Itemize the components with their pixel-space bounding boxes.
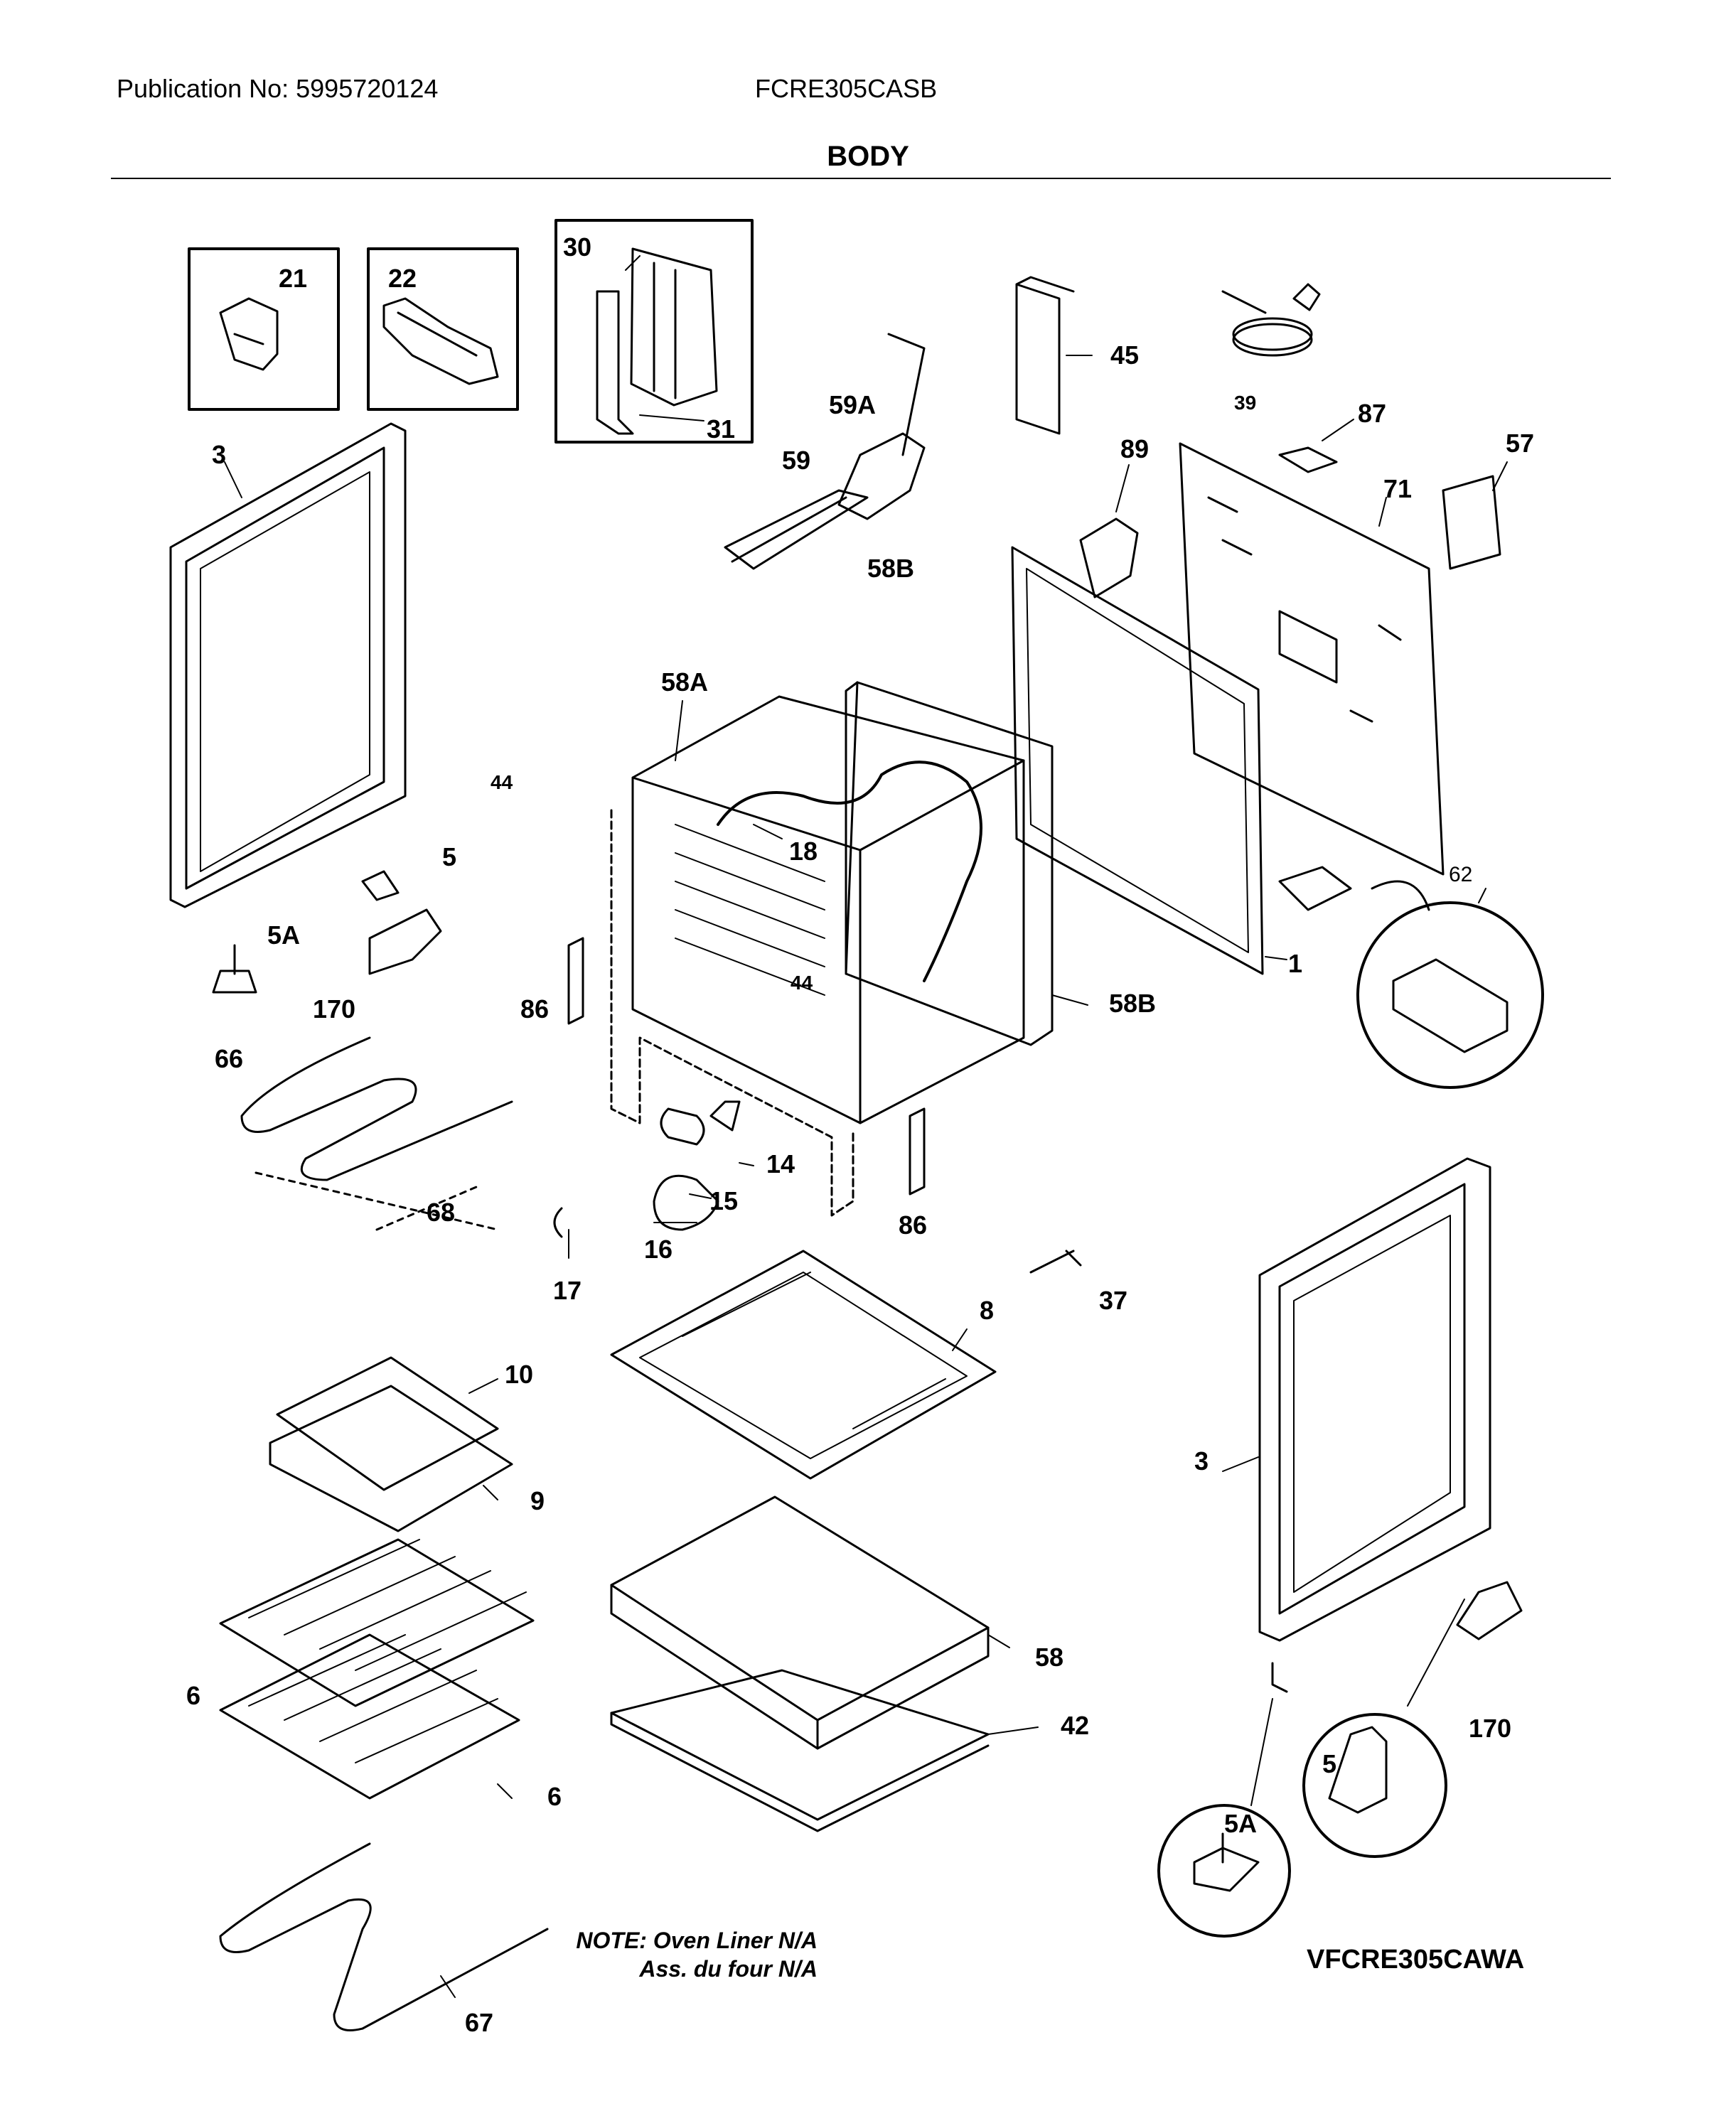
part-label-170-right: 170 (1469, 1714, 1511, 1743)
part-labels: 21 22 30 31 3 59A 59 58B 45 39 87 57 89 … (186, 232, 1534, 2037)
model-number: FCRE305CASB (755, 74, 938, 103)
part-label-6-bottom: 6 (547, 1782, 562, 1811)
part-label-9: 9 (530, 1486, 545, 1515)
light-assembly (553, 1100, 741, 1238)
part-label-6-top: 6 (186, 1681, 200, 1710)
part-label-170-left: 170 (313, 994, 355, 1024)
hinge-receivers (567, 937, 926, 1196)
part-label-89: 89 (1120, 434, 1149, 463)
part-label-8: 8 (980, 1296, 994, 1325)
bottom-insulation-58 (610, 1495, 990, 1750)
leg-assembly-right (1157, 1581, 1523, 1938)
part-label-16: 16 (644, 1235, 673, 1264)
oven-rack-upper (219, 1538, 535, 1707)
part-label-58b-top: 58B (867, 554, 914, 583)
bake-element (219, 1842, 549, 2031)
duct-parts (724, 276, 1075, 570)
part-label-58b-side: 58B (1109, 989, 1156, 1018)
part-label-10: 10 (505, 1360, 533, 1389)
part-label-45: 45 (1110, 340, 1139, 370)
part-label-42: 42 (1061, 1711, 1089, 1740)
header-divider (111, 178, 1611, 179)
part-label-67: 67 (465, 2008, 493, 2037)
publication-number: Publication No: 5995720124 (117, 74, 439, 103)
diagram-code: VFCRE305CAWA (1307, 1945, 1525, 1975)
note-oven-liner-fr: Ass. du four N/A (639, 1956, 818, 1982)
power-cord (1221, 283, 1321, 357)
broil-pan (269, 1356, 513, 1532)
oven-bottom-tray (610, 1250, 997, 1480)
leg-assembly-left (212, 870, 442, 994)
part-label-68: 68 (427, 1198, 455, 1227)
insulation-side-58b (845, 681, 1054, 1046)
part-label-86-left: 86 (520, 994, 549, 1024)
oven-frame-base (610, 809, 854, 1217)
part-label-15: 15 (709, 1186, 738, 1215)
part-label-5-right: 5 (1322, 1749, 1336, 1778)
part-label-58a: 58A (661, 667, 708, 697)
part-label-71: 71 (1383, 474, 1412, 503)
part-label-3-right: 3 (1194, 1446, 1209, 1476)
part-label-30: 30 (563, 232, 591, 262)
part-label-57: 57 (1506, 429, 1534, 458)
circle-detail-62 (1278, 866, 1544, 1089)
note-oven-liner: NOTE: Oven Liner N/A (576, 1928, 818, 1953)
part-label-5a-right: 5A (1224, 1809, 1257, 1838)
part-label-5a-left: 5A (267, 920, 300, 950)
part-37 (1029, 1250, 1082, 1274)
side-panel-right (1258, 1157, 1491, 1642)
rear-panel (1179, 442, 1445, 876)
part-label-86-right: 86 (899, 1210, 927, 1240)
part-label-22: 22 (388, 264, 417, 293)
oven-cavity (631, 695, 1025, 1124)
broil-element (240, 1036, 513, 1231)
part-label-39: 39 (1234, 392, 1256, 414)
part-label-18: 18 (789, 837, 818, 866)
inset-box-30-31 (554, 219, 754, 444)
part-label-1: 1 (1288, 949, 1302, 978)
part-label-37: 37 (1099, 1286, 1127, 1315)
leader-lines (224, 255, 1508, 1998)
inset-box-22 (367, 247, 519, 411)
part-label-62: 62 (1449, 863, 1472, 886)
part-label-58: 58 (1035, 1643, 1063, 1672)
part-label-44-b: 44 (791, 972, 813, 994)
part-label-14: 14 (766, 1149, 795, 1178)
side-panel-left (169, 422, 407, 908)
part-label-87: 87 (1358, 399, 1386, 428)
inset-box-21 (188, 247, 340, 411)
part-label-17: 17 (553, 1276, 582, 1305)
part-label-44-a: 44 (491, 771, 513, 793)
oven-rack-lower (219, 1633, 520, 1800)
vent-cover-57 (1442, 475, 1501, 570)
part-label-5-left: 5 (442, 842, 456, 871)
part-label-66: 66 (215, 1044, 243, 1073)
part-label-3-left: 3 (212, 440, 226, 469)
part-label-59: 59 (782, 446, 810, 475)
bottom-panel-42 (610, 1669, 990, 1832)
part-label-31: 31 (707, 414, 735, 444)
section-title: BODY (827, 141, 909, 172)
part-label-21: 21 (279, 264, 307, 293)
part-label-59a: 59A (829, 390, 876, 419)
